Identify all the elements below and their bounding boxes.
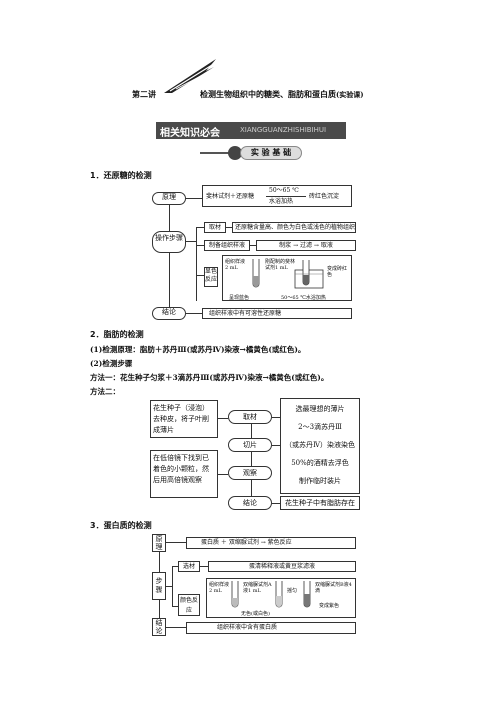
fat-flowchart: 花生种子（浸泡）去种皮，将子叶削成薄片 在低倍镜下找到已着色的小颗粒，然后用高倍… (150, 396, 360, 514)
water-bath-icon (294, 260, 324, 289)
banner-pinyin: XIANGGUANZHISHIBIHUI (240, 126, 327, 134)
lesson-number: 第二讲 (132, 89, 156, 99)
protein-color-figure: 组织样液2 mL 双缩脲试剂A液1 mL 摇匀 双缩脲试剂B液4滴 无色(或白色… (206, 578, 356, 618)
sub-banner: 实 验 基 础 (200, 144, 320, 162)
sugar-material-text: 还原糖含量高、颜色为白色或浅色的植物组织 (232, 222, 356, 233)
sugar-prepare-text: 制浆 → 过滤 → 取液 (256, 240, 356, 251)
sugar-conclusion-label: 结论 (152, 307, 186, 320)
test-tube-icon (275, 581, 283, 608)
protein-principle-text: 蛋白质 ＋ 双缩脲试剂 → 紫色反应 (186, 537, 356, 549)
protein-steps-label: 步骤 (152, 572, 166, 600)
fat-step-material: 取材 (228, 410, 272, 424)
sugar-color-label: 显色反应 (204, 267, 218, 287)
fat-left-top-box: 花生种子（浸泡）去种皮，将子叶削成薄片 (150, 400, 218, 438)
section-title-sugar: 1．还原糖的检测 (90, 171, 152, 180)
fat-method-one: 方法一：花生种子匀浆＋3滴苏丹Ⅲ(或苏丹Ⅳ)染液→橘黄色(或红色)。 (90, 373, 329, 382)
protein-conclusion-label: 结论 (152, 618, 166, 636)
header-ornament-icon (164, 59, 216, 93)
protein-principle-label: 原理 (152, 534, 166, 552)
test-tube-icon (252, 259, 260, 288)
sugar-principle-label: 原理 (152, 192, 186, 205)
page-title: 检测生物组织中的糖类、脂肪和蛋白质(实验课) (200, 89, 364, 99)
test-tube-icon (231, 581, 239, 608)
sugar-prepare-label: 制备组织样液 (204, 240, 250, 251)
sugar-color-figure: 组织样液2 mL 刚配制的斐林试剂1 mL 变成砖红色 呈现蓝色 50～65 ℃… (222, 255, 352, 301)
fat-right-box: 选最理想的薄片 2～3滴苏丹Ⅲ （或苏丹Ⅳ）染液染色 50%的酒精去浮色 制作临… (280, 398, 360, 494)
banner-heading: 相关知识必会 (160, 128, 220, 139)
protein-conclusion-text: 组织样液中含有蛋白质 (186, 622, 356, 634)
fat-right-conclusion: 花生种子中有脂肪存在 (280, 496, 360, 510)
section-title-fat: 2．脂肪的检测 (90, 330, 144, 339)
protein-diagram: 原理 步骤 结论 蛋白质 ＋ 双缩脲试剂 → 紫色反应 选材 蛋清稀释液或黄豆浆… (150, 530, 360, 640)
sugar-material-label: 取材 (204, 222, 226, 233)
section-title-protein: 3．蛋白质的检测 (90, 521, 152, 530)
sugar-diagram: 原理 操作步骤 结论 斐林试剂＋还原糖 50～65 ℃ 水浴加热 砖红色沉淀 取… (150, 183, 358, 328)
protein-material-label: 选材 (178, 561, 200, 572)
fat-step-slice: 切片 (228, 438, 272, 452)
protein-material-text: 蛋清稀释液或黄豆浆滤液 (208, 561, 356, 572)
test-tube-icon (303, 581, 311, 608)
sugar-steps-label: 操作步骤 (152, 231, 186, 253)
fat-left-bottom-box: 在低倍镜下找到已着色的小颗粒，然后用高倍镜观察 (150, 450, 218, 498)
fat-step-observe: 观察 (228, 466, 272, 480)
sub-heading: 实 验 基 础 (240, 146, 302, 160)
section-banner: 相关知识必会 XIANGGUANZHISHIBIHUI (156, 122, 346, 139)
fat-method-two: 方法二： (90, 387, 120, 396)
protein-color-label: 颜色反应 (178, 594, 200, 616)
fat-step-conclusion: 结论 (228, 496, 272, 510)
sugar-principle-box: 斐林试剂＋还原糖 50～65 ℃ 水浴加热 砖红色沉淀 (202, 185, 352, 207)
fat-steps-title: (2)检测步骤 (90, 359, 133, 368)
fat-principle: (1)检测原理：脂肪＋苏丹Ⅲ(或苏丹Ⅳ)染液→橘黄色(或红色)。 (90, 345, 306, 354)
sugar-conclusion-text: 组织样液中有可溶性还原糖 (202, 308, 352, 319)
